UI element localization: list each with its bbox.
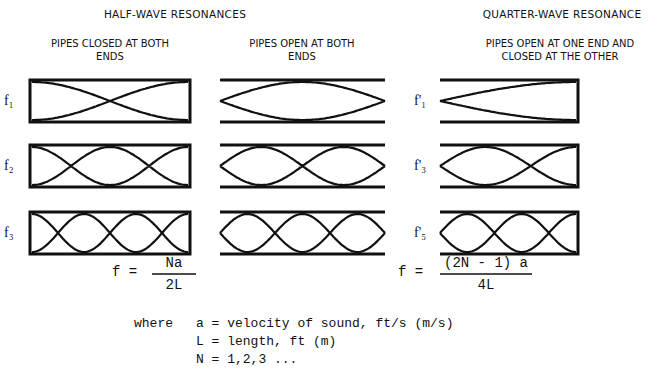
mode-label: f'₅ — [414, 224, 426, 242]
closed-pipe — [30, 145, 190, 187]
section-heading: QUARTER-WAVE RESONANCE — [483, 8, 642, 21]
fraction-bar — [440, 273, 532, 275]
fraction-bar — [152, 273, 196, 275]
standing-wave — [220, 147, 385, 185]
standing-wave — [220, 214, 385, 252]
mode-label: f'₁ — [414, 92, 426, 110]
formula-numerator: (2N - 1) a — [444, 255, 528, 273]
half-closed-pipe — [440, 80, 578, 122]
standing-wave — [32, 82, 188, 120]
formula-text: f = — [112, 264, 137, 282]
half-closed-pipe — [440, 212, 578, 254]
closed-pipe — [30, 212, 190, 254]
section-heading: HALF-WAVE RESONANCES — [104, 8, 246, 21]
formula-numerator: Na — [166, 255, 183, 273]
legend-note: L = length, ft (m) — [196, 334, 336, 350]
standing-wave — [32, 147, 188, 185]
mode-label: f₁ — [4, 92, 14, 110]
formula-denominator: 2L — [166, 277, 183, 295]
open-pipe — [220, 80, 385, 122]
standing-wave — [440, 82, 576, 120]
standing-wave — [32, 214, 188, 252]
legend-note: N = 1,2,3 ... — [196, 352, 297, 368]
open-pipe — [220, 145, 385, 187]
half-closed-pipe — [440, 145, 578, 187]
standing-wave — [440, 214, 576, 252]
formula-denominator: 4L — [478, 277, 495, 295]
legend-note: a = velocity of sound, ft/s (m/s) — [196, 316, 453, 332]
legend-note: where — [134, 316, 173, 332]
mode-label: f₃ — [4, 224, 14, 242]
closed-pipe — [30, 80, 190, 122]
open-pipe — [220, 212, 385, 254]
column-heading: PIPES OPEN AT ONE END AND CLOSED AT THE … — [465, 38, 655, 63]
standing-wave — [440, 147, 576, 185]
mode-label: f₂ — [4, 157, 14, 175]
formula-text: f = — [398, 264, 423, 282]
standing-wave — [220, 82, 385, 120]
column-heading: PIPES OPEN AT BOTH ENDS — [237, 38, 367, 63]
column-heading: PIPES CLOSED AT BOTH ENDS — [45, 38, 175, 63]
mode-label: f'₃ — [414, 157, 426, 175]
